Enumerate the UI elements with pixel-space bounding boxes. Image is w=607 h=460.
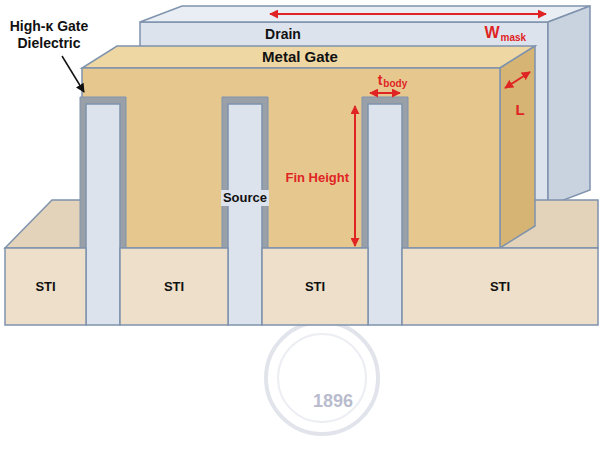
sti-block [5, 248, 86, 325]
dimension-subscript: body [383, 78, 407, 90]
drain-top-face [140, 6, 590, 22]
silicon-fin [86, 104, 120, 325]
part-label: High-κ Gate Dielectric [2, 18, 96, 52]
part-label: Source [221, 190, 269, 206]
dimension-subscript: mask [501, 32, 527, 44]
part-label: STI [305, 279, 325, 295]
sti-block [120, 248, 228, 325]
silicon-fin [228, 104, 262, 325]
watermark: 1896 [313, 391, 353, 413]
dimension-label: t [378, 72, 383, 89]
dimension-label: Fin Height [285, 170, 349, 186]
sti-block [402, 248, 598, 325]
silicon-fin [368, 104, 402, 325]
dimension-label: W [484, 23, 499, 42]
leader-arrow [62, 56, 84, 92]
gate-side-face [500, 46, 535, 248]
part-label: Drain [265, 26, 301, 43]
part-label: STI [490, 279, 510, 295]
part-label: STI [164, 279, 184, 295]
drain-side-face [548, 6, 590, 206]
part-label: Metal Gate [262, 48, 338, 66]
watermark-ring [266, 322, 378, 434]
sti-block [262, 248, 368, 325]
watermark-ring [278, 334, 366, 422]
length-dimension-arrow [505, 72, 530, 88]
width-dimension-arrow [270, 13, 546, 15]
dimension-label: L [515, 101, 524, 119]
thickness-dimension-arrow [370, 92, 400, 94]
part-label: STI [35, 279, 55, 295]
height-dimension-arrow [354, 106, 356, 246]
gate-top-face [82, 46, 535, 68]
gate-front-face [82, 68, 500, 248]
